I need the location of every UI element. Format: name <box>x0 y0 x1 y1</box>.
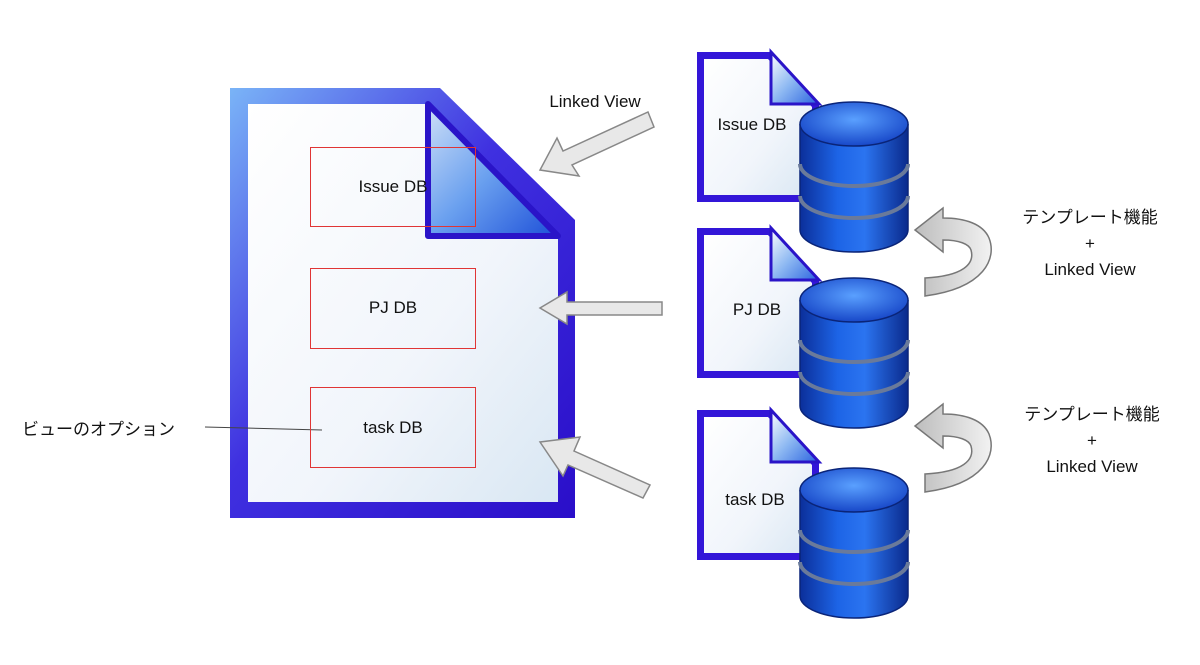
task-db-box <box>310 387 476 468</box>
template-label-1-line1: テンプレート機能 <box>1022 208 1158 227</box>
view-options-callout-label: ビューのオプション <box>22 420 175 439</box>
template-label-2-line3: Linked View <box>1046 457 1138 476</box>
pj-db-box <box>310 268 476 349</box>
main-document-icon <box>230 88 575 518</box>
linked-view-arrow-task <box>538 436 652 499</box>
callout-leader-line <box>204 426 323 431</box>
template-label-1: テンプレート機能 + Linked View <box>1000 205 1180 283</box>
task-db-box-label: task DB <box>363 418 423 437</box>
issue-db-box <box>310 147 476 227</box>
template-label-2: テンプレート機能 + Linked View <box>1002 402 1182 480</box>
issue-db-database-icon <box>798 100 910 254</box>
pj-db-source-label: PJ DB <box>732 300 782 319</box>
template-label-2-line1: テンプレート機能 <box>1024 405 1160 424</box>
template-label-1-plus: + <box>1085 234 1095 253</box>
pj-db-box-label: PJ DB <box>368 298 418 317</box>
template-curved-arrow-2 <box>914 403 992 493</box>
linked-view-arrow-issue <box>538 110 655 177</box>
pj-db-database-icon <box>798 276 910 430</box>
linked-view-label: Linked View <box>549 92 641 111</box>
issue-db-source-label: Issue DB <box>717 115 787 134</box>
linked-view-arrow-pj <box>538 290 663 326</box>
template-curved-arrow-1 <box>914 207 992 297</box>
template-label-2-plus: + <box>1087 431 1097 450</box>
task-db-database-icon <box>798 466 910 620</box>
template-label-1-line3: Linked View <box>1044 260 1136 279</box>
issue-db-box-label: Issue DB <box>358 177 428 196</box>
task-db-source-label: task DB <box>725 490 785 509</box>
